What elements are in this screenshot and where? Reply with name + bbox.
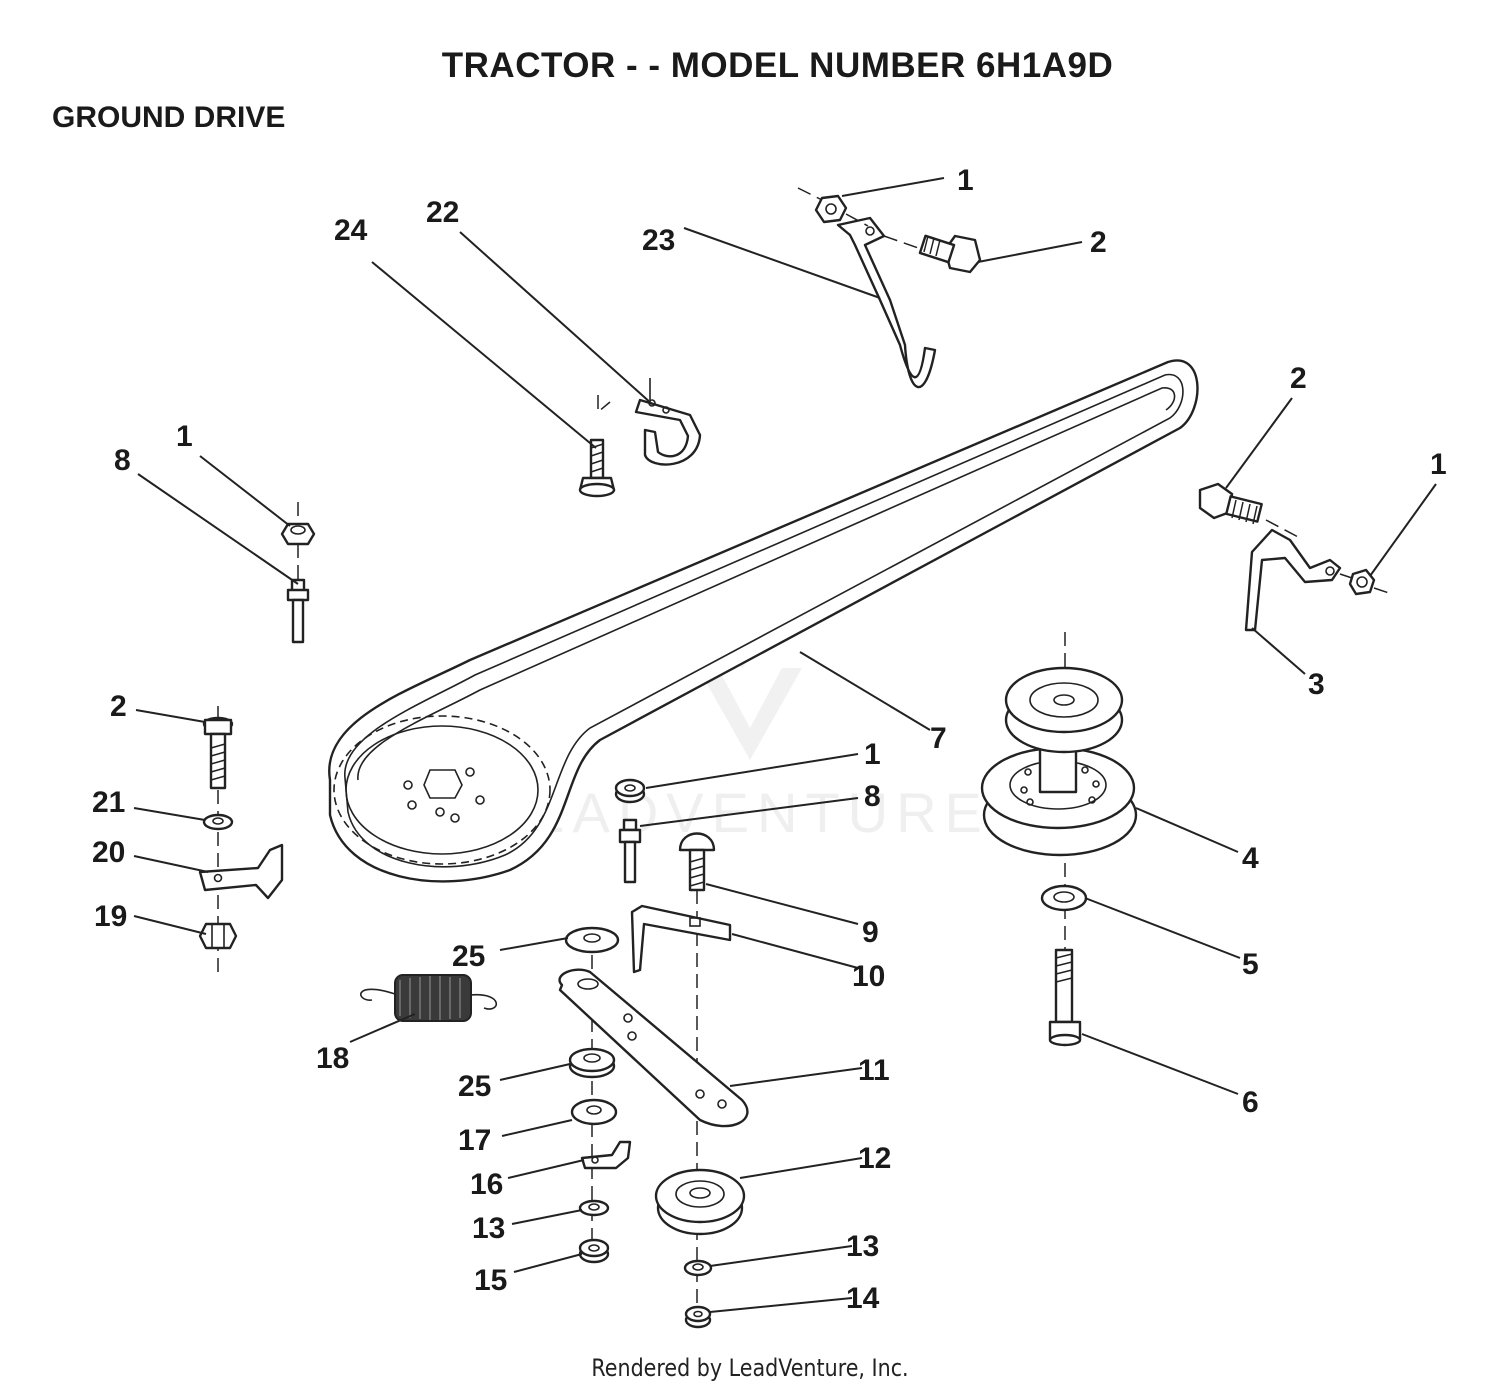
- callout-11: 11: [858, 1054, 890, 1087]
- footer-credit: Rendered by LeadVenture, Inc.: [591, 1354, 909, 1382]
- callout-2: 2: [1290, 362, 1307, 395]
- axis-line: [597, 395, 611, 414]
- leader-lines: [133, 177, 1437, 1313]
- shoulder-bolt-8a: [286, 578, 310, 644]
- callout-14: 14: [846, 1282, 880, 1315]
- callout-25: 25: [452, 940, 485, 973]
- callout-23: 23: [642, 224, 675, 257]
- washer-13b: [683, 1259, 713, 1277]
- callout-22: 22: [426, 196, 459, 229]
- axis-line: [1265, 519, 1393, 595]
- bolt-2a: [918, 234, 982, 274]
- idler-bracket-10: [630, 904, 732, 974]
- nut-1a: [814, 194, 848, 224]
- callout-3: 3: [1308, 668, 1325, 701]
- callout-19: 19: [94, 900, 127, 933]
- spring-18: [360, 974, 498, 1022]
- spacer-25a: [564, 926, 620, 954]
- spring-washer-5: [1040, 884, 1088, 912]
- callout-1: 1: [176, 420, 193, 453]
- callout-2: 2: [1090, 226, 1107, 259]
- callout-8: 8: [864, 780, 881, 813]
- callout-13: 13: [846, 1230, 879, 1263]
- callout-1: 1: [1430, 448, 1447, 481]
- belt-guide-23: [836, 216, 937, 389]
- callout-6: 6: [1242, 1086, 1259, 1119]
- callout-17: 17: [458, 1124, 491, 1157]
- bolt-2c: [202, 716, 234, 790]
- callout-21: 21: [92, 786, 125, 819]
- callout-18: 18: [316, 1042, 349, 1075]
- bracket-3: [1244, 528, 1342, 632]
- drive-belt: [328, 359, 1199, 883]
- callout-15: 15: [474, 1264, 507, 1297]
- nut-1c: [280, 522, 316, 546]
- axis-line: [797, 187, 925, 251]
- idler-pulley-12: [654, 1168, 746, 1236]
- washer-21: [202, 813, 234, 831]
- callout-20: 20: [92, 836, 125, 869]
- callout-7: 7: [930, 722, 947, 755]
- idler-arm-11: [558, 968, 749, 1128]
- washer-17: [570, 1098, 618, 1126]
- bolt-2b: [1198, 482, 1263, 525]
- bracket-20: [198, 843, 284, 900]
- transmission-pulley-4: [980, 666, 1138, 857]
- callout-24: 24: [334, 214, 368, 247]
- callout-5: 5: [1242, 948, 1259, 981]
- callout-1: 1: [957, 164, 974, 197]
- callout-8: 8: [114, 444, 131, 477]
- spacer-25b: [568, 1047, 616, 1079]
- callout-10: 10: [852, 960, 885, 993]
- carriage-bolt-9: [678, 832, 716, 892]
- callout-4: 4: [1242, 842, 1259, 875]
- washer-13a: [578, 1199, 610, 1217]
- shoulder-bolt-8b: [618, 818, 642, 884]
- belt-guide-22: [634, 378, 702, 466]
- callout-9: 9: [862, 916, 879, 949]
- bolt-6: [1048, 948, 1082, 1047]
- callout-25: 25: [458, 1070, 491, 1103]
- nut-1d: [614, 778, 646, 804]
- section-title: GROUND DRIVE: [52, 101, 286, 134]
- page-title: TRACTOR - - MODEL NUMBER 6H1A9D: [441, 46, 1114, 85]
- nut-14: [684, 1305, 712, 1329]
- callout-13: 13: [472, 1212, 505, 1245]
- belt-keeper-16: [580, 1140, 632, 1170]
- callout-1: 1: [864, 738, 881, 771]
- screw-24: [578, 438, 616, 498]
- nut-15: [578, 1238, 610, 1264]
- callout-16: 16: [470, 1168, 503, 1201]
- callout-2: 2: [110, 690, 127, 723]
- nut-1b: [1348, 568, 1376, 596]
- callout-12: 12: [858, 1142, 891, 1175]
- callout-labels: 1 2 23 22 24 2 1 1 8 3 7 2 1 8 21 4 20 1…: [92, 164, 1447, 1315]
- nut-19: [198, 922, 238, 950]
